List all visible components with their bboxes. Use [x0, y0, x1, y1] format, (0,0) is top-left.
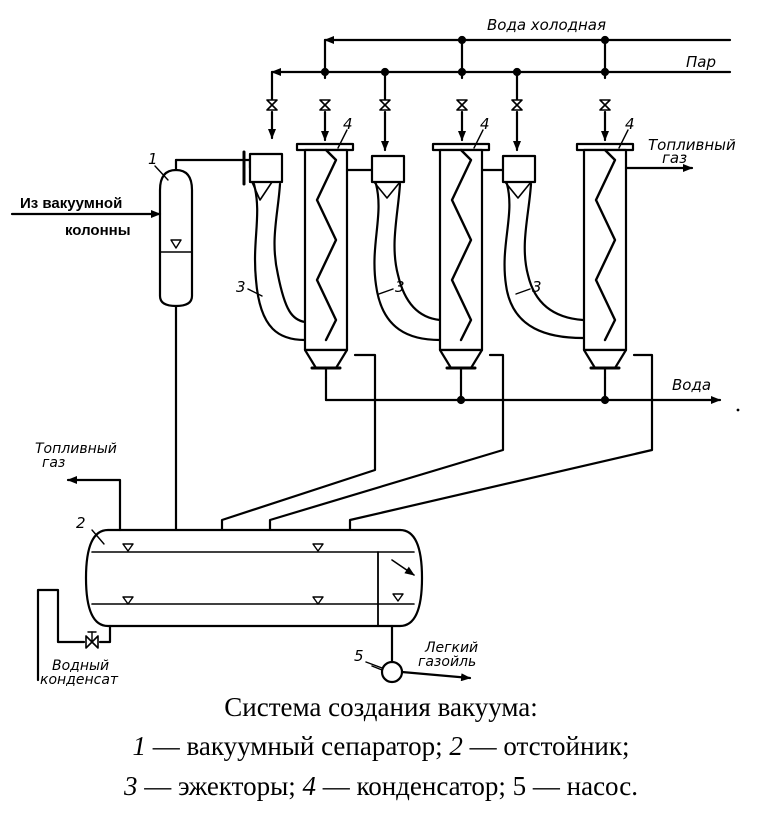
pump — [371, 624, 472, 684]
condenser-3 — [575, 142, 694, 380]
separator-number: 1 — [148, 150, 158, 168]
steam-valves — [265, 98, 612, 112]
ejector-1-number: 3 — [236, 278, 246, 296]
condenser-2 — [431, 142, 505, 380]
ejector-3-number: 3 — [532, 278, 542, 296]
condenser-1-number: 4 — [343, 115, 353, 133]
caption-title-text: Система создания вакуума: — [224, 692, 538, 722]
light-gasoil-label-1: Легкий — [424, 640, 478, 656]
caption-line-3: 3 — эжекторы; 4 — конденсатор; 5 — насос… — [0, 771, 762, 802]
caption-text-4: — конденсатор; 5 — насос. — [315, 771, 638, 801]
fuel-gas-top-label-1: Топливный — [648, 136, 736, 154]
caption-text-2: — отстойник; — [462, 731, 630, 761]
condenser-3-number: 4 — [625, 115, 635, 133]
water-outlet-collector — [324, 376, 740, 412]
settler — [84, 528, 424, 628]
from-column-label-1: Из вакуумной — [20, 195, 122, 212]
water-out-label: Вода — [672, 376, 711, 394]
ejector-1 — [248, 152, 307, 342]
leader-lines — [91, 129, 629, 669]
water-condensate-label-1: Водный — [52, 658, 109, 674]
vacuum-system-diagram: Вода холодная Пар Топливный газ Вода Из … — [10, 16, 740, 688]
ejector-3 — [501, 154, 585, 340]
valve-drops — [268, 110, 609, 152]
caption-text-3: — эжекторы; — [137, 771, 303, 801]
caption-text-1: — вакуумный сепаратор; — [145, 731, 450, 761]
from-column-label-2: колонны — [65, 222, 131, 239]
condenser-2-number: 4 — [480, 115, 490, 133]
pump-number: 5 — [354, 647, 364, 665]
water-condensate-label-2: конденсат — [40, 672, 119, 688]
light-gasoil-label-2: газойль — [418, 654, 476, 670]
caption-num-1: 1 — [132, 731, 146, 761]
settler-number: 2 — [76, 514, 86, 532]
caption-num-3: 3 — [124, 771, 138, 801]
condenser-1 — [295, 142, 374, 380]
ejector-2-number: 3 — [395, 278, 405, 296]
cold-water-label: Вода холодная — [487, 16, 606, 34]
ejector-2 — [370, 154, 442, 342]
fuel-gas-left-label-2: газ — [42, 455, 65, 471]
fuel-gas-left-label-1: Топливный — [35, 441, 117, 457]
caption-num-4: 4 — [302, 771, 316, 801]
caption-line-2: 1 — вакуумный сепаратор; 2 — отстойник; — [0, 731, 762, 762]
settler-fuel-gas-line — [66, 476, 122, 532]
caption-title: Система создания вакуума: — [0, 692, 762, 723]
fuel-gas-top-label-2: газ — [662, 149, 687, 167]
caption-num-2: 2 — [449, 731, 463, 761]
water-condensate-line — [36, 588, 112, 682]
steam-header — [270, 67, 732, 102]
steam-label: Пар — [686, 53, 716, 71]
